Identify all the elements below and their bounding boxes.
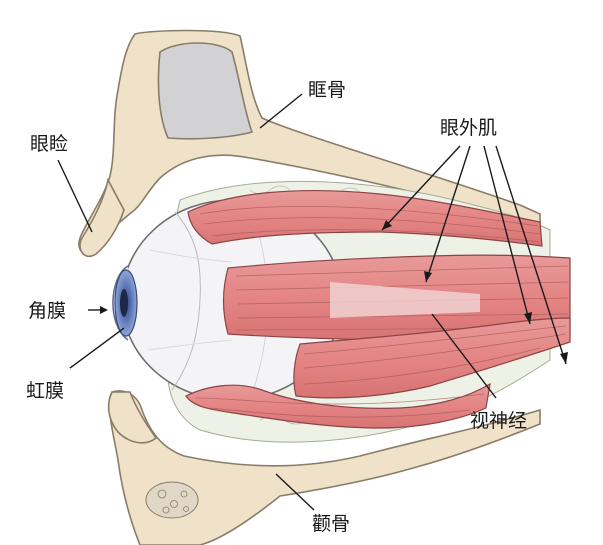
leader-zygomatic-bone [275,473,315,511]
superior-rectus-muscle [187,189,543,247]
orbital-floor-bone [109,390,541,545]
label-orbital-bone: 眶骨 [308,79,346,101]
label-optic-nerve: 视神经 [470,410,527,432]
lateral-rectus-muscle [222,254,571,341]
label-zygomatic-bone: 颧骨 [312,513,350,535]
leader-eyelid [57,159,93,233]
label-eyelid: 眼睑 [30,133,68,155]
leader-iris [69,327,125,369]
upper-eyelid [79,177,125,258]
leader-orbital-bone [259,93,303,129]
iris [114,269,138,337]
inferior-oblique-muscle [185,382,491,429]
leader-extraocular-muscles [381,145,568,365]
label-extraocular-muscles: 眼外肌 [440,117,497,139]
leader-lines [57,93,568,511]
leader-optic-nerve [431,313,497,399]
frontal-sinus-cavity [157,42,254,140]
inferior-rectus-muscle [293,317,571,399]
label-iris: 虹膜 [26,380,64,402]
lower-eyelid [107,391,158,444]
zygomatic-porous-area [145,481,199,519]
label-cornea: 角膜 [28,300,66,322]
